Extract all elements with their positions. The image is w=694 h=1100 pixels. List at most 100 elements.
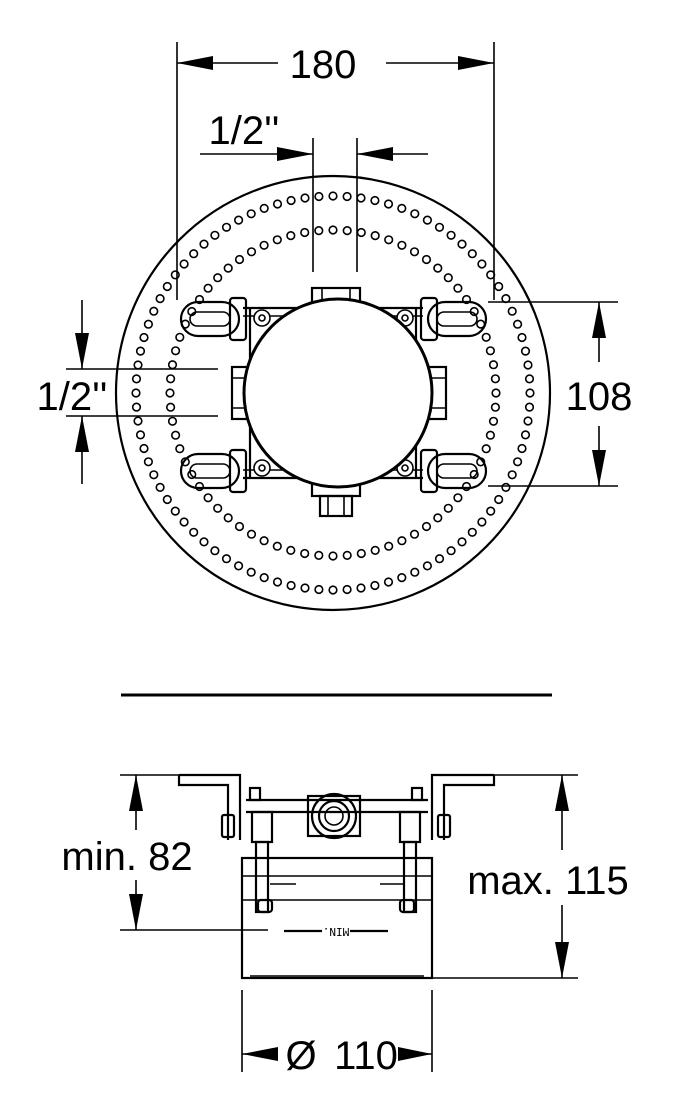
perforation-hole (149, 470, 159, 480)
perforation-hole (422, 561, 433, 571)
perforation-hole (512, 319, 523, 329)
perforation-hole (434, 554, 445, 564)
perforation-hole (517, 332, 527, 343)
perforation-hole (481, 332, 491, 342)
perforation-hole (162, 281, 172, 292)
perforation-hole (259, 240, 269, 250)
valve-body (242, 297, 434, 489)
perforation-hole (477, 259, 487, 269)
perforation-hole (203, 283, 213, 293)
perforation-hole (314, 191, 324, 202)
perforation-hole (370, 231, 380, 241)
perforation-hole (383, 199, 394, 209)
perforation-hole (397, 203, 407, 213)
perforation-hole (507, 470, 517, 480)
perforation-hole (234, 561, 244, 571)
perforation-hole (409, 247, 420, 257)
perforation-hole (328, 585, 338, 595)
perforation-hole (189, 527, 199, 537)
perforation-hole (213, 273, 223, 283)
dimension-max-115 (432, 774, 578, 979)
perforation-hole (328, 225, 338, 235)
perforation-hole (179, 517, 189, 527)
side-view: MIN. min. 82 max. 115 (61, 773, 629, 1078)
perforation-hole (383, 577, 394, 587)
perforation-hole (410, 209, 420, 219)
perforation-hole (133, 416, 143, 426)
dimension-min-82 (120, 774, 268, 931)
perforation-hole (166, 402, 176, 412)
perforation-hole (356, 583, 366, 593)
perforation-hole (328, 191, 338, 201)
perforation-hole (143, 319, 153, 329)
top-view: 180 1/2'' 1/2'' (37, 42, 632, 612)
dim-label-half-inch-left: 1/2'' (37, 375, 108, 419)
perforation-hole (170, 270, 180, 280)
perforation-hole (446, 230, 456, 240)
dim-label-min-82: min. 82 (61, 835, 192, 879)
perforation-hole (453, 493, 463, 503)
perforation-hole (457, 239, 467, 249)
dimension-half-inch-left (66, 300, 218, 484)
perforation-hole (135, 430, 146, 440)
perforation-hole (524, 402, 535, 412)
perforation-hole (523, 360, 533, 370)
perforation-hole (203, 493, 213, 503)
perforation-hole (175, 444, 185, 454)
perforation-hole (259, 536, 269, 546)
mounting-lug-top-right (419, 296, 488, 342)
perforation-hole (512, 457, 523, 467)
perforation-hole (384, 541, 394, 551)
perforation-hole (397, 536, 407, 546)
perforation-hole (461, 481, 472, 492)
perforation-hole (259, 572, 269, 583)
perforation-hole (300, 548, 310, 559)
perforation-hole (481, 444, 491, 454)
perforation-hole (133, 360, 143, 370)
perforation-hole (314, 550, 324, 561)
perforation-hole (410, 567, 420, 577)
perforation-hole (131, 402, 142, 412)
perforation-hole (328, 551, 338, 561)
perforation-hole (166, 374, 176, 384)
perforation-hole (443, 503, 453, 513)
perforation-hole (213, 503, 223, 513)
mounting-lug-bottom-right (419, 448, 488, 494)
perforation-hole (300, 227, 310, 238)
perforation-hole (135, 346, 146, 356)
perforation-hole (422, 215, 433, 225)
perforation-hole (194, 481, 205, 492)
perforation-hole (342, 226, 352, 236)
perforation-hole (143, 457, 153, 467)
perforation-hole (421, 254, 432, 265)
side-frame (246, 786, 428, 914)
perforation-hole (210, 546, 220, 556)
perforation-hole (494, 281, 504, 292)
perforation-hole (356, 193, 366, 203)
perforation-hole (286, 580, 296, 591)
perforation-hole (520, 430, 531, 440)
perforation-hole (397, 240, 407, 250)
valve-body-side (240, 856, 434, 980)
perforation-hole (170, 506, 180, 516)
perforation-hole (223, 263, 233, 273)
perforation-hole (300, 193, 310, 203)
perforation-hole (234, 254, 245, 265)
perforation-hole (490, 374, 501, 384)
mounting-plate-outline (114, 174, 552, 612)
perforation-hole (433, 513, 443, 523)
perforation-hole (525, 388, 535, 398)
perforation-hole (131, 388, 141, 398)
perforation-hole (272, 541, 282, 551)
perforation-hole (171, 346, 181, 356)
perforation-hole (246, 567, 256, 577)
perforation-hole (356, 548, 366, 559)
perforation-hole (162, 494, 172, 505)
perforation-hole (286, 231, 296, 241)
perforation-hole (246, 529, 257, 539)
perforation-hole (179, 259, 189, 269)
mounting-lug-top-left (179, 296, 248, 342)
perforation-hole (221, 554, 232, 564)
perforation-hole (175, 332, 185, 342)
